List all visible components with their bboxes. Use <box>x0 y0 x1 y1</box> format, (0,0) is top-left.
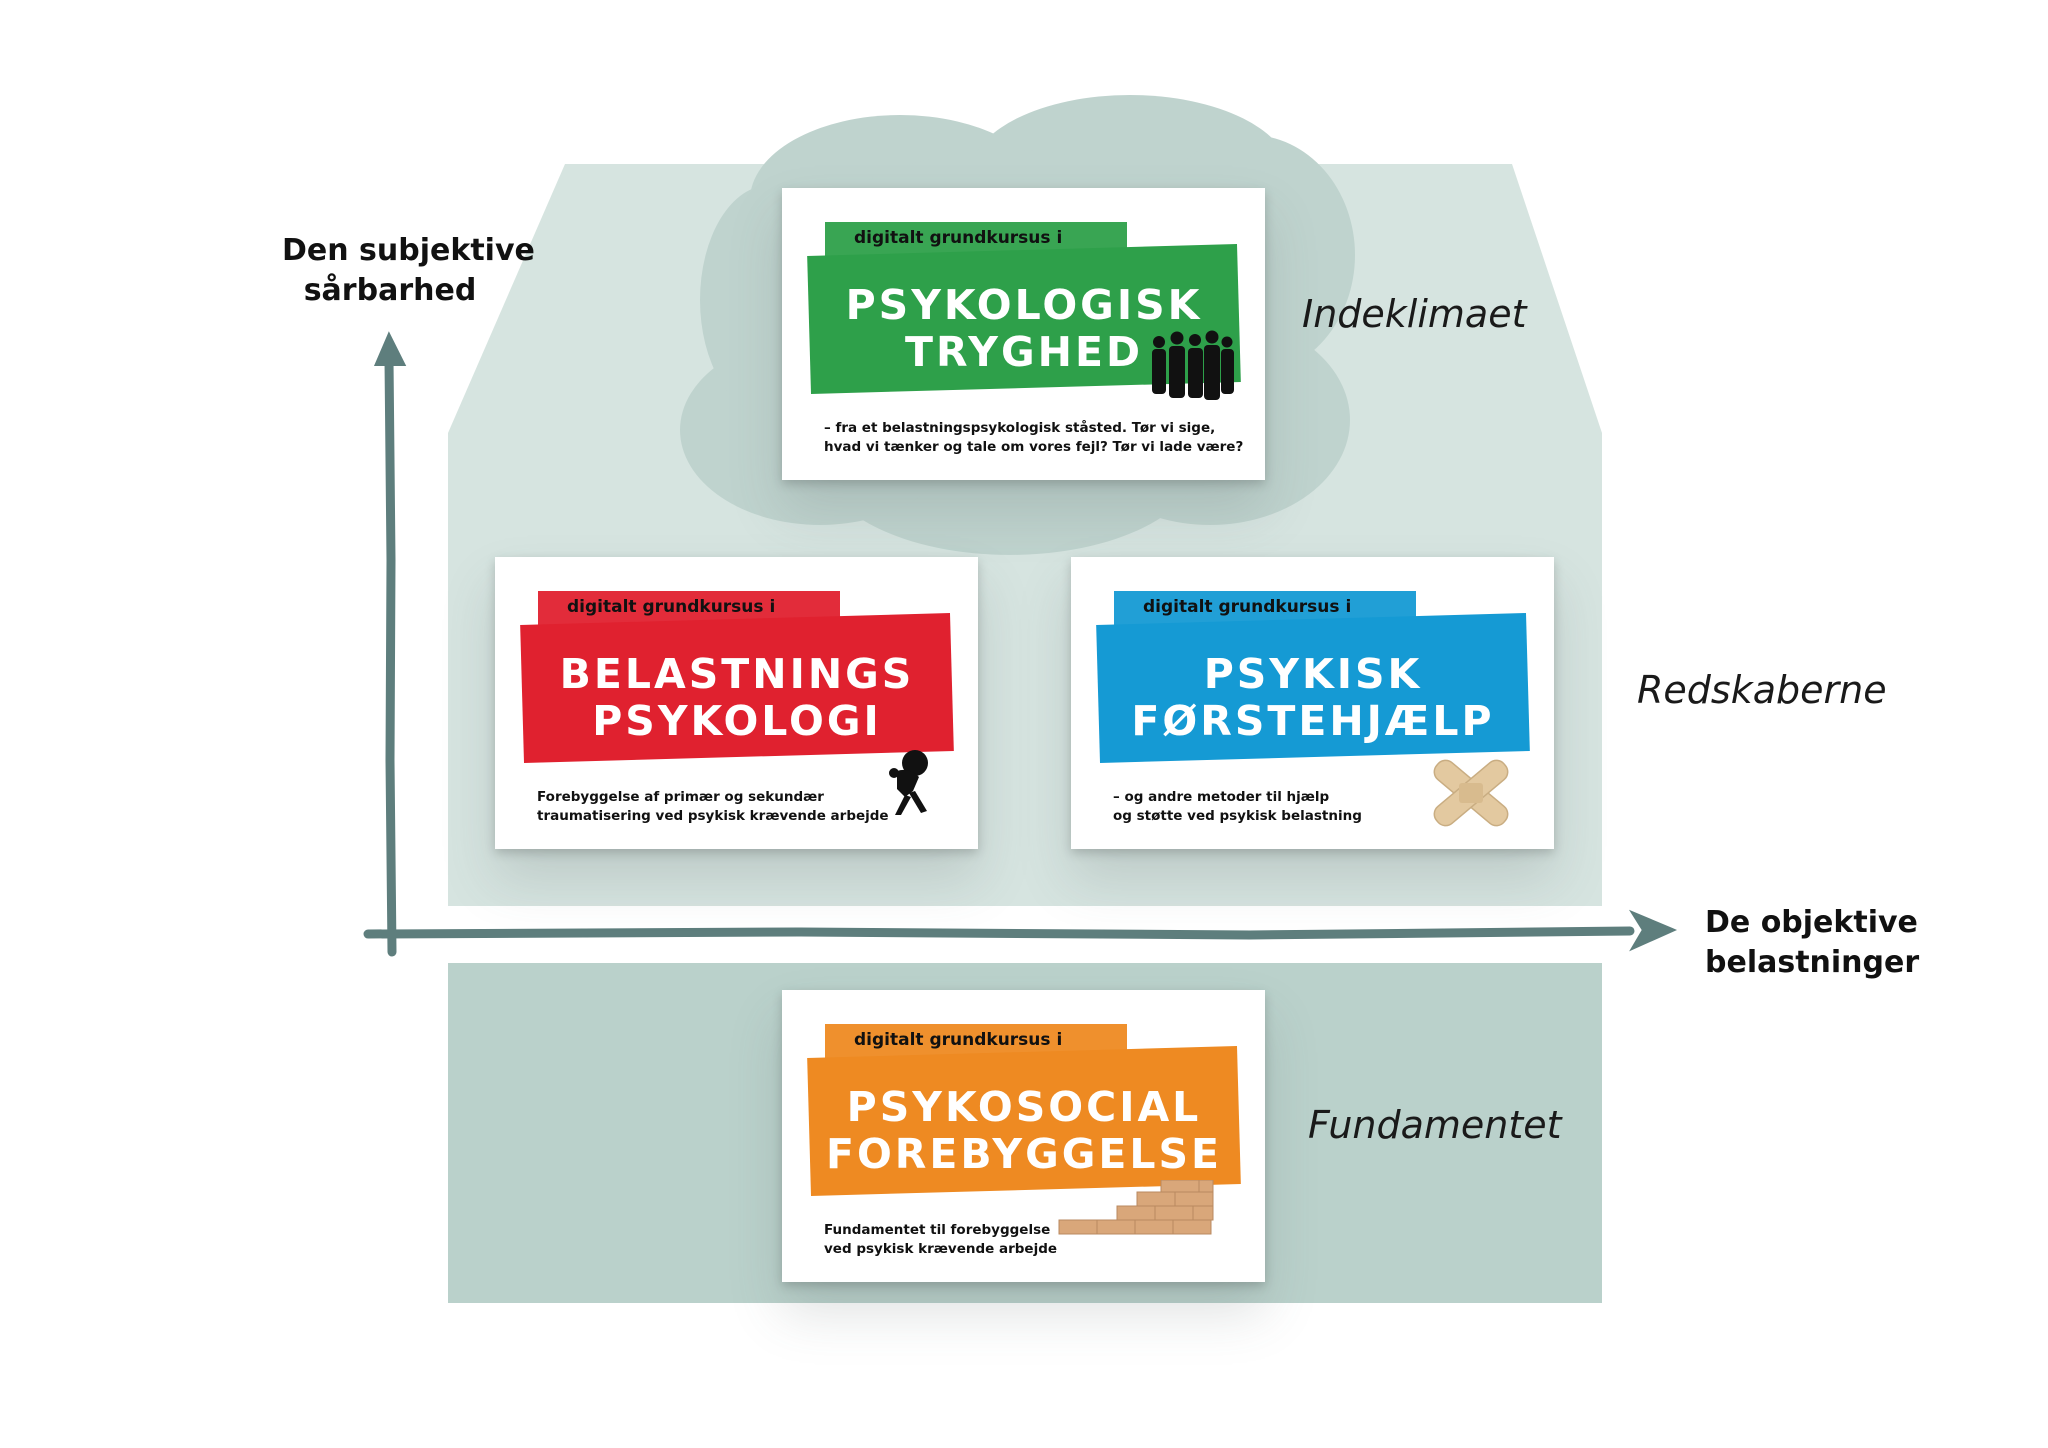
card-description-line-2: og støtte ved psykisk belastning <box>1113 808 1362 824</box>
card-tag-text: digitalt grundkursus i <box>1143 597 1352 617</box>
x-axis-label: De objektive belastninger <box>1705 903 1919 983</box>
y-axis-label: Den subjektive sårbarhed <box>282 231 535 311</box>
card-title: PSYKISK FØRSTEHJÆLP <box>1098 651 1528 745</box>
card-title-line-2: TRYGHED <box>905 328 1143 376</box>
card-title-line-1: PSYKOLOGISK <box>845 281 1203 329</box>
card-title-line-2: FØRSTEHJÆLP <box>1131 697 1495 745</box>
card-description: Fundamentet til forebyggelse ved psykisk… <box>824 1221 1057 1259</box>
card-title-line-1: PSYKISK <box>1203 650 1423 698</box>
zone-label-redskaberne: Redskaberne <box>1637 668 1887 712</box>
card-description-line-1: Fundamentet til forebyggelse <box>824 1222 1051 1238</box>
card-description-line-2: traumatisering ved psykisk krævende arbe… <box>537 808 889 824</box>
course-card-psykisk-foerstehjaelp[interactable]: digitalt grundkursus i PSYKISK FØRSTEHJÆ… <box>1071 557 1554 849</box>
x-axis <box>363 909 1678 952</box>
card-title-line-2: FOREBYGGELSE <box>825 1130 1223 1178</box>
card-title: PSYKOLOGISK TRYGHED <box>809 282 1239 376</box>
carrying-burden-icon <box>889 750 928 815</box>
people-silhouette-icon <box>1152 330 1234 400</box>
card-description-line-1: – fra et belastningspsykologisk ståsted.… <box>824 420 1216 436</box>
zone-label-fundamentet: Fundamentet <box>1308 1103 1562 1147</box>
course-card-belastningspsykologi[interactable]: digitalt grundkursus i BELASTNINGS PSYKO… <box>495 557 978 849</box>
bricks-stairs-icon <box>1058 1180 1214 1235</box>
card-tag-text: digitalt grundkursus i <box>854 228 1063 248</box>
card-description-line-1: – og andre metoder til hjælp <box>1113 789 1330 805</box>
y-axis <box>373 331 407 957</box>
card-description: – og andre metoder til hjælp og støtte v… <box>1113 788 1362 826</box>
card-description-line-1: Forebyggelse af primær og sekundær <box>537 789 824 805</box>
card-description: – fra et belastningspsykologisk ståsted.… <box>824 419 1243 457</box>
card-title-line-1: BELASTNINGS <box>559 650 915 698</box>
x-axis-label-line-1: De objektive <box>1705 905 1918 940</box>
bandage-cross-icon <box>1433 759 1509 827</box>
card-tag-text: digitalt grundkursus i <box>567 597 776 617</box>
card-title: BELASTNINGS PSYKOLOGI <box>522 651 952 745</box>
card-title-line-1: PSYKOSOCIAL <box>846 1083 1202 1131</box>
y-axis-label-line-2: sårbarhed <box>303 273 477 308</box>
card-title-line-2: PSYKOLOGI <box>592 697 882 745</box>
card-tag-text: digitalt grundkursus i <box>854 1030 1063 1050</box>
zone-label-indeklimaet: Indeklimaet <box>1302 292 1527 336</box>
card-description-line-2: ved psykisk krævende arbejde <box>824 1241 1058 1257</box>
x-axis-label-line-2: belastninger <box>1705 945 1920 980</box>
card-title: PSYKOSOCIAL FOREBYGGELSE <box>809 1084 1239 1178</box>
card-description: Forebyggelse af primær og sekundær traum… <box>537 788 889 826</box>
y-axis-label-line-1: Den subjektive <box>282 233 535 268</box>
card-description-line-2: hvad vi tænker og tale om vores fejl? Tø… <box>824 439 1244 455</box>
course-card-psykosocial-forebyggelse[interactable]: digitalt grundkursus i PSYKOSOCIAL FOREB… <box>782 990 1265 1282</box>
course-card-psykologisk-tryghed[interactable]: digitalt grundkursus i PSYKOLOGISK TRYGH… <box>782 188 1265 480</box>
